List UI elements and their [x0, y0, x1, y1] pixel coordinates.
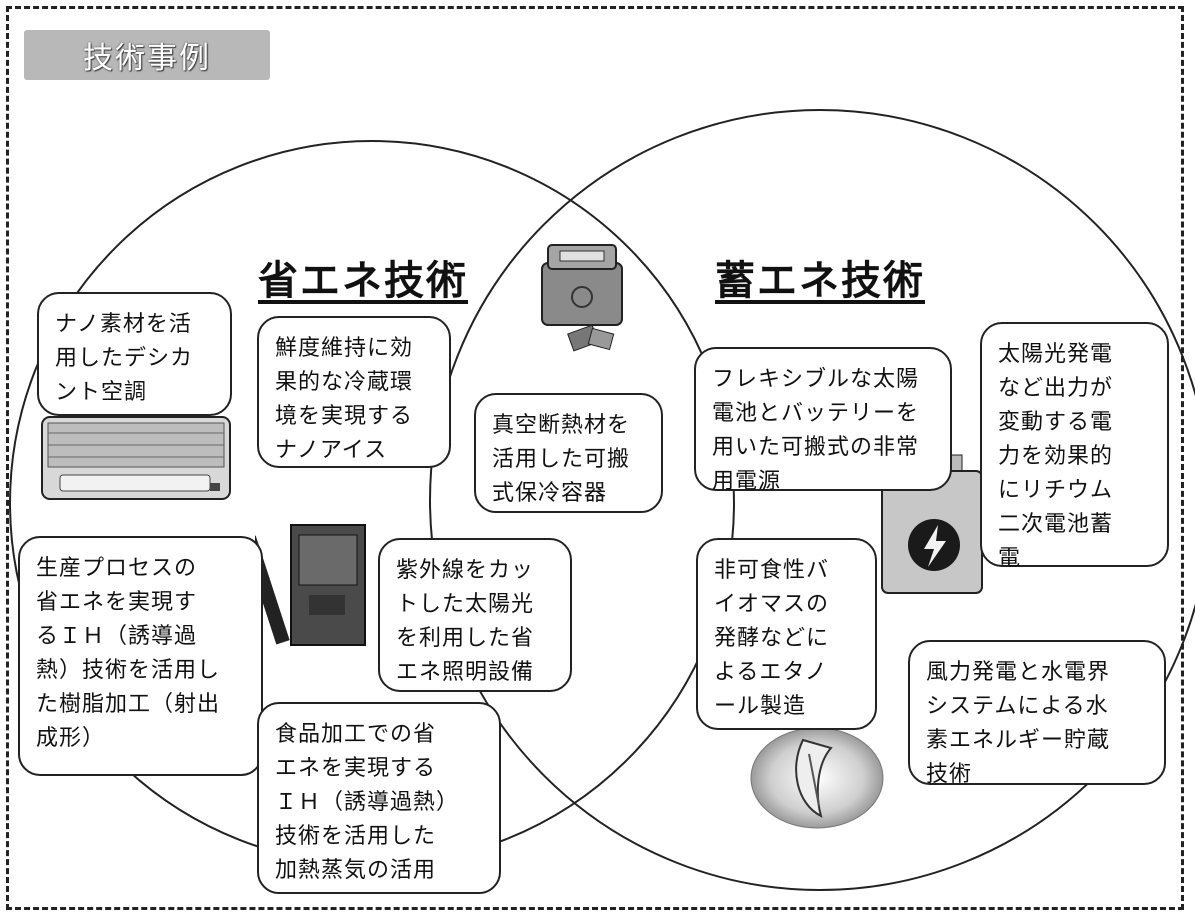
page-title: 技術事例 [24, 30, 270, 80]
box-flexible-battery: フレキシブルな太陽 電池とバッテリーを 用いた可搬式の非常 用電源 [694, 347, 952, 494]
lightning-icon [924, 525, 946, 567]
right-circle [429, 109, 1195, 891]
cooler-box-illustration [541, 244, 623, 352]
box-lithium-storage: 太陽光発電 など出力が 変動する電 力を効果的 にリチウム 二次電池蓄 電 [980, 322, 1169, 571]
right-heading: 蓄エネ技術 [715, 258, 925, 304]
dashed-frame [6, 6, 1184, 910]
biomass-illustration [750, 727, 884, 829]
left-heading: 省エネ技術 [258, 258, 468, 304]
box-wind-hydrogen: 風力発電と水電界 システムによる水 素エネルギー貯蔵 技術 [908, 640, 1166, 787]
box-nano-ice: 鮮度維持に効 果的な冷蔵環 境を実現する ナノアイス [257, 316, 451, 468]
box-bio-ethanol: 非可食性バ イオマスの 発酵などに よるエタノ ール製造 [696, 538, 877, 730]
box-uv-lighting: 紫外線をカッ トした太陽光 を利用した省 エネ照明設備 [378, 538, 572, 692]
lighting-device-illustration [255, 524, 366, 646]
air-conditioner-illustration [41, 416, 231, 500]
box-ih-resin: 生産プロセスの 省エネを実現す るＩＨ（誘導過 熱）技術を活用し た樹脂加工（射… [18, 536, 263, 776]
box-vacuum-container: 真空断熱材を 活用した可搬 式保冷容器 [474, 393, 663, 513]
box-nano-desiccant: ナノ素材を活 用したデシカ ント空調 [37, 292, 232, 416]
box-ih-food: 食品加工での省 エネを実現する ＩＨ（誘導過熱） 技術を活用した 加熱蒸気の活用 [257, 702, 501, 894]
